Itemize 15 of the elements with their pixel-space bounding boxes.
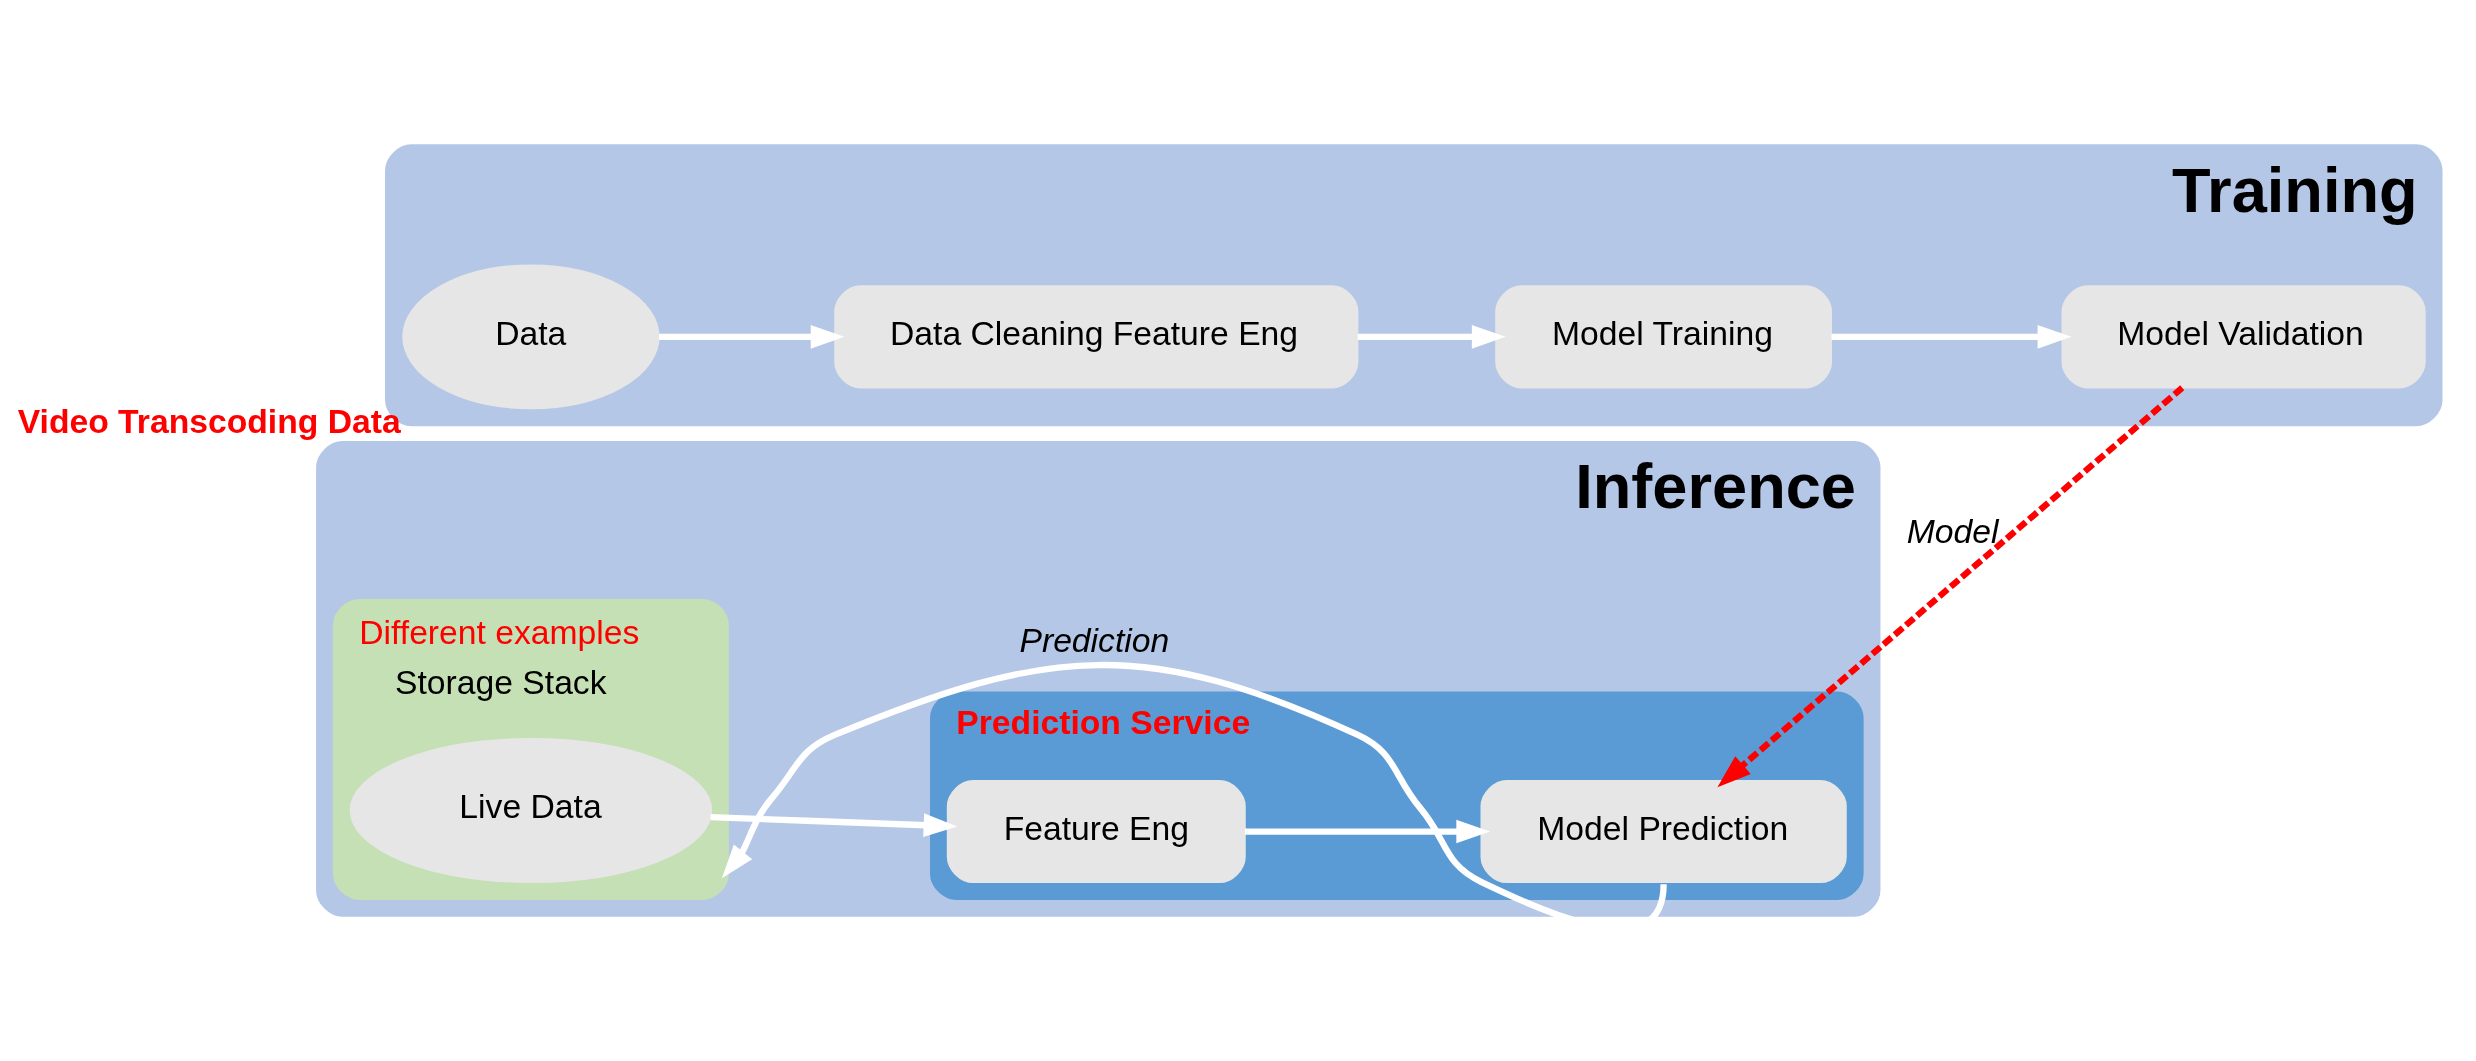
arrow	[1717, 385, 2185, 788]
node-box: Data Cleaning Feature Eng	[834, 285, 1359, 389]
arrow	[658, 325, 845, 349]
node-box: Model Validation	[2061, 285, 2426, 389]
arrow	[1357, 325, 1506, 349]
node-box: Model Training	[1495, 285, 1833, 389]
node-ellipse: Data	[402, 264, 660, 410]
arrow	[1831, 325, 2072, 349]
node-ellipse: Live Data	[349, 738, 713, 883]
arrow	[710, 813, 958, 837]
edge-label: Prediction	[1019, 622, 1170, 660]
node-box: Model Prediction	[1480, 779, 1847, 884]
arrow	[1244, 819, 1491, 844]
edge-label: Model	[1906, 512, 1999, 550]
node-box: Feature Eng	[946, 779, 1246, 884]
